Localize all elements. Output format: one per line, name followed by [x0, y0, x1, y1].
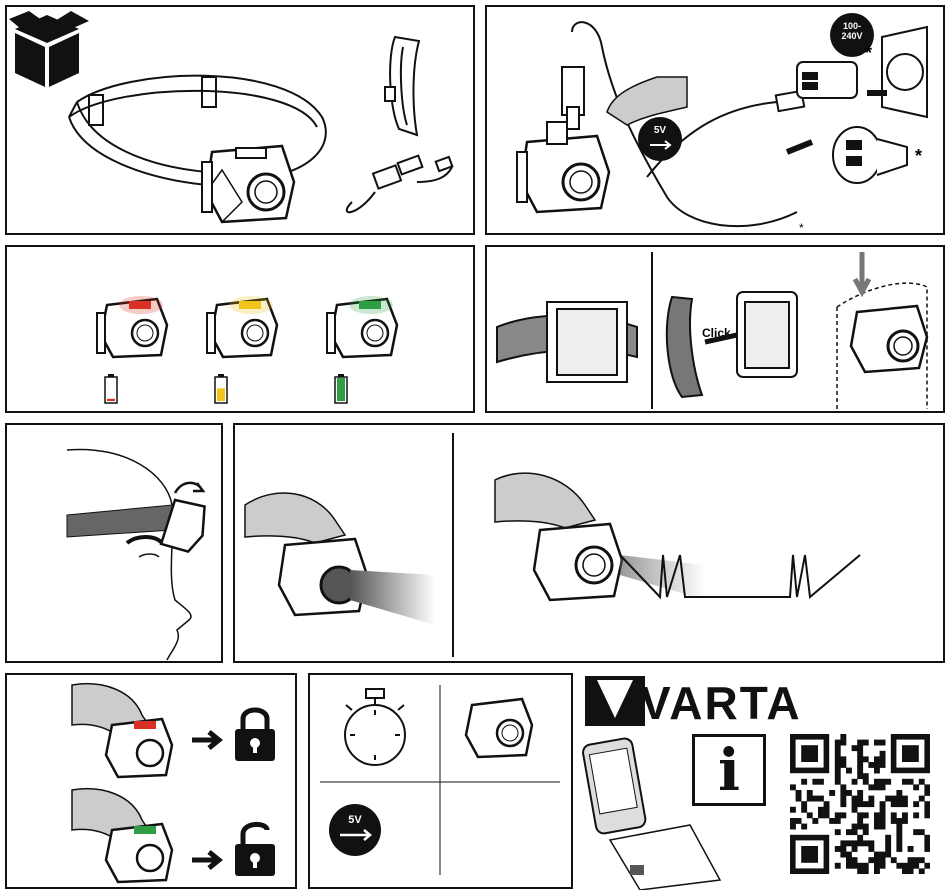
usb-icon: 5V [638, 117, 682, 161]
tilt-panel [5, 423, 223, 663]
clip-mount [667, 297, 702, 397]
lamp-modes [534, 524, 622, 600]
unlock-icon [235, 824, 275, 876]
headlamp-charging [517, 122, 609, 212]
varta-logo-mark [585, 676, 645, 726]
car-adapter [833, 127, 907, 183]
head-profile [67, 449, 191, 660]
charging-illustration: 5V 100- 240V * * * [487, 7, 947, 237]
box-contents-panel [5, 5, 475, 235]
headlamp-icon [466, 699, 532, 757]
usb-icon: 5V [329, 804, 381, 856]
light-beam [350, 570, 435, 625]
battery-lamp-low [97, 296, 167, 357]
battery-lamp-full [327, 296, 397, 357]
mounting-illustration: Click [487, 247, 947, 415]
box-icon [9, 11, 89, 87]
battery-icon-full [335, 374, 347, 403]
headlamp-on-helmet [851, 306, 927, 372]
operation-illustration [235, 425, 947, 665]
tilt-arrow [175, 483, 203, 493]
info-icon: i [692, 734, 766, 806]
mounting-panel: Click [485, 245, 945, 413]
tilt-illustration [7, 425, 225, 665]
info-grid-illustration: 5V [310, 675, 575, 891]
band-mount [497, 302, 637, 382]
qr-code[interactable] [790, 734, 930, 874]
lock-panel [5, 673, 297, 889]
info-glyph: i [718, 736, 740, 804]
finger-2 [495, 473, 595, 528]
down-arrow [855, 252, 869, 292]
strap [67, 505, 172, 537]
battery-indicator-illustration [7, 247, 477, 415]
battery-lamp-medium [207, 296, 277, 357]
battery-indicator-panel [5, 245, 475, 413]
lock-illustration [7, 675, 299, 891]
info-voltage-label: 5V [348, 814, 362, 826]
charging-panel: 5V 100- 240V * * * [485, 5, 945, 235]
lamp-back [737, 292, 797, 377]
wall-socket [882, 27, 927, 117]
headlamp [202, 146, 294, 222]
stopwatch-icon [345, 689, 405, 765]
operation-panel [233, 423, 945, 663]
finger [607, 77, 687, 125]
box-contents-illustration [7, 7, 477, 237]
phone-icon [582, 737, 647, 834]
usb-wall-adapter [797, 62, 857, 98]
mains-label-2: 240V [841, 31, 862, 41]
battery-icon-medium [215, 374, 227, 403]
usb-cable [347, 156, 453, 213]
footnote: * [799, 221, 804, 235]
asterisk-car: * [915, 146, 922, 166]
finger-1 [245, 493, 345, 543]
info-grid-panel: 5V [308, 673, 573, 889]
mains-label-1: 100- [843, 21, 861, 31]
arrow-to-car [787, 142, 812, 152]
usb-voltage-label: 5V [654, 125, 667, 136]
battery-icon-low [105, 374, 117, 403]
clip [385, 37, 419, 135]
lock-icon [235, 710, 275, 761]
asterisk-plug: * [865, 43, 872, 63]
brand-name: VARTA [640, 676, 802, 730]
